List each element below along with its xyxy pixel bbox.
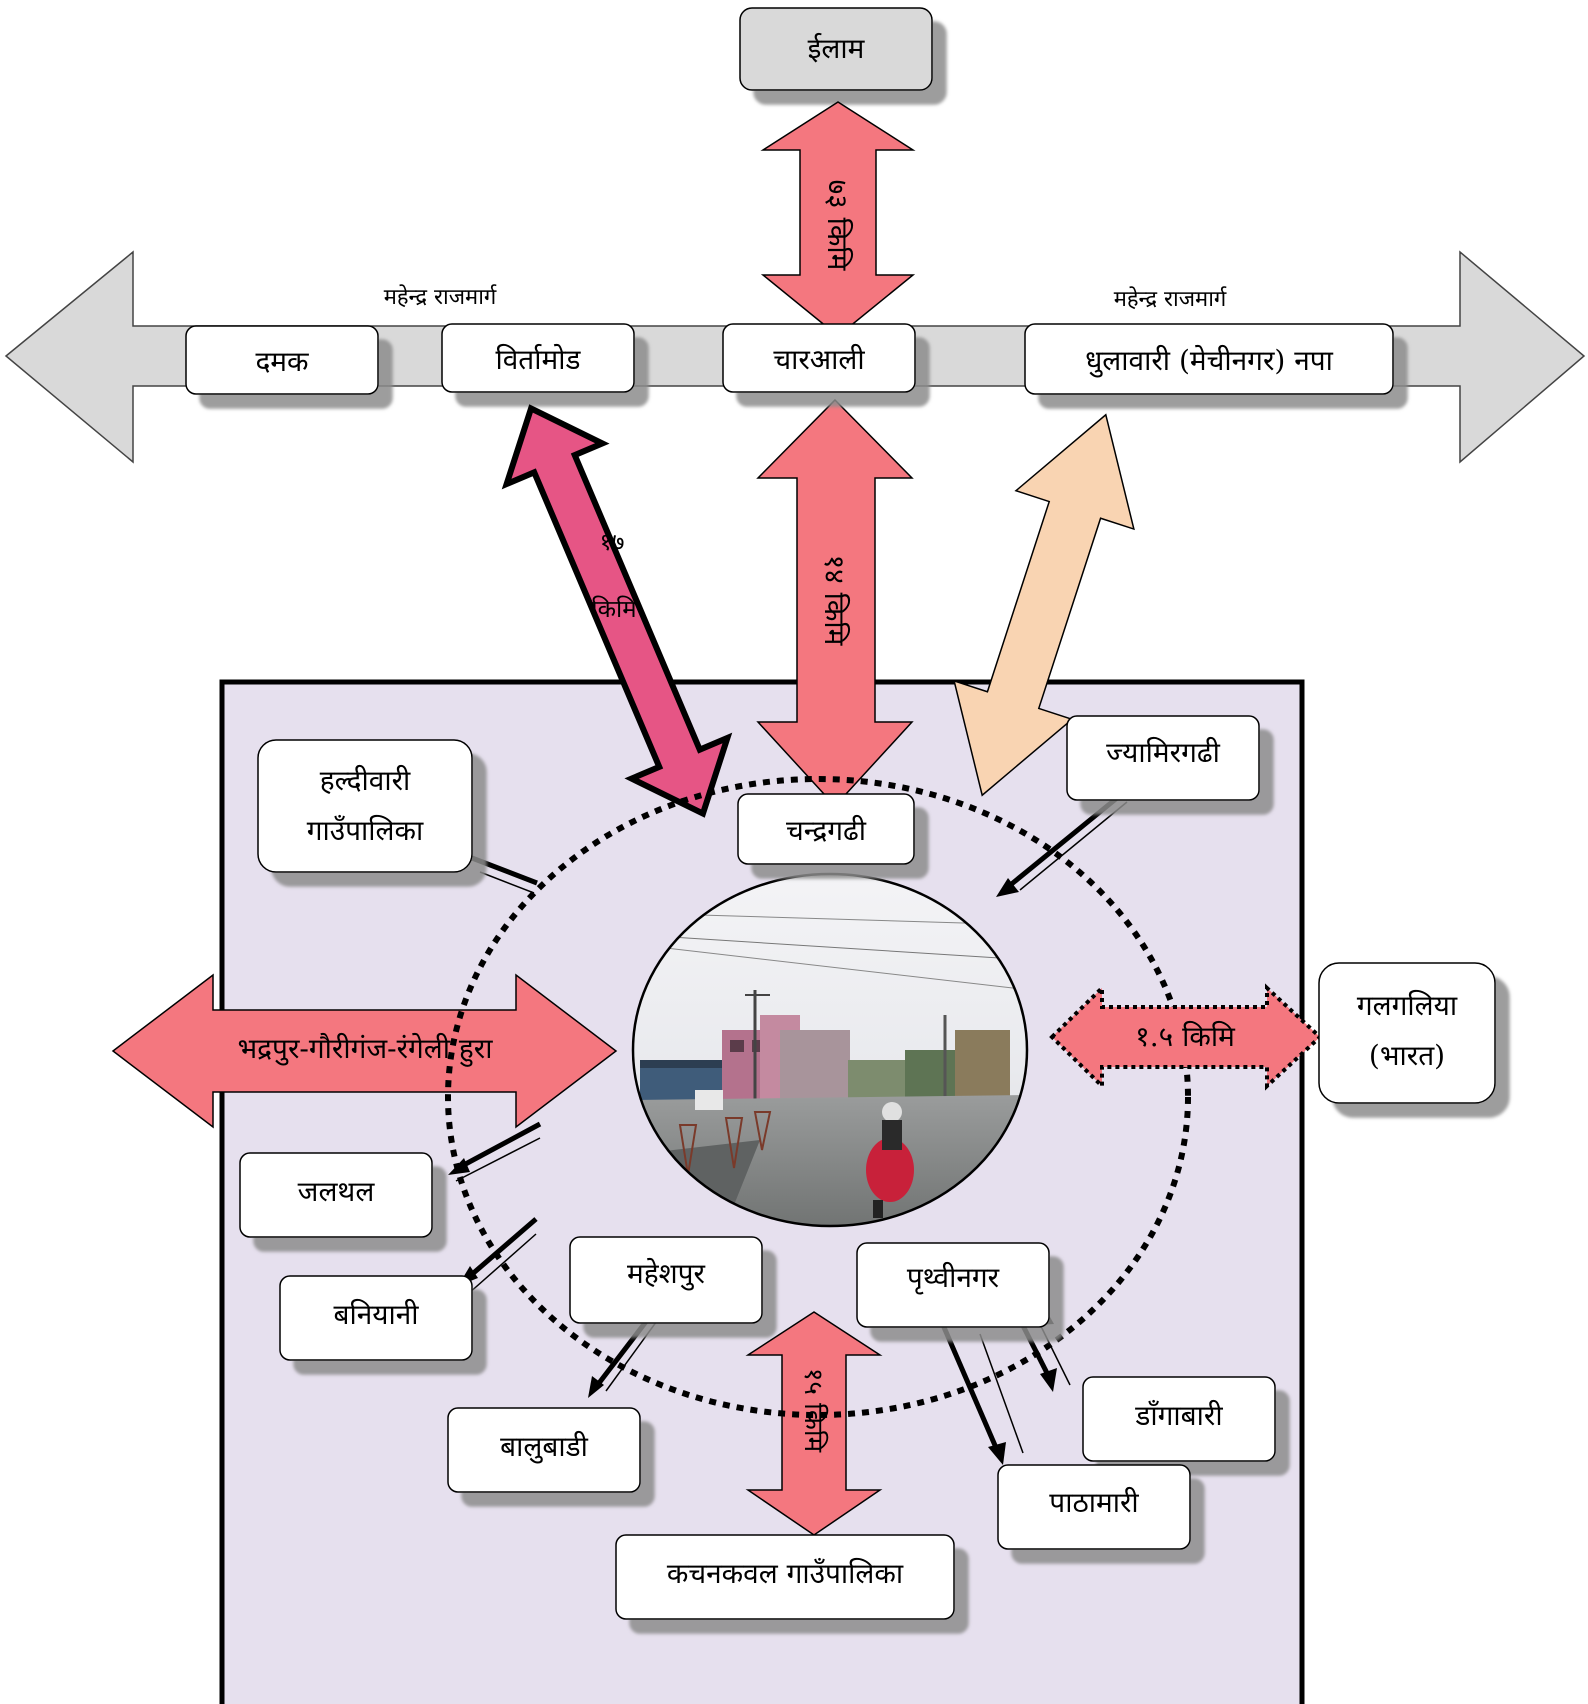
node-maheshpur: महेशपुर [569,1236,763,1324]
distance-birtamod-num: १७ [600,528,625,556]
distance-birtamod-unit: किमि [591,595,637,623]
connector-jyamirgadhi [996,796,1128,897]
node-birtamod: विर्तामोड [441,323,635,393]
scooter-rider [866,1102,914,1218]
svg-text:चारआली: चारआली [773,343,865,376]
node-haldibari: हल्दीवारी गाउँपालिका [257,739,473,873]
distance-kachankawal: १५ किमि [798,1368,829,1453]
svg-text:चन्द्रगढी: चन्द्रगढी [786,814,867,847]
distance-charali-chandragadhi: १४ किमि [818,555,851,647]
distance-galgalia: १.५ किमि [1135,1020,1236,1053]
svg-text:बालुबाडी: बालुबाडी [500,1430,588,1464]
node-dhulabari: धुलावारी (मेचीनगर) नपा [1024,323,1394,395]
svg-text:ज्यामिरगढी: ज्यामिरगढी [1106,736,1220,769]
node-dangabari: डाँगाबारी [1082,1376,1276,1462]
svg-text:डाँगाबारी: डाँगाबारी [1134,1399,1223,1432]
svg-text:बनियानी: बनियानी [333,1298,419,1331]
svg-text:धुलावारी (मेचीनगर) नपा: धुलावारी (मेचीनगर) नपा [1085,344,1334,378]
node-damak: दमक [185,325,379,395]
arrow-bhadrapur [111,973,618,1129]
arrow-birtamod-chandragadhi [501,404,733,818]
connector-haldibari [471,855,538,894]
connector-jalthal [448,1121,542,1182]
node-prithvinagar: पृथ्वीनगर [856,1242,1050,1328]
svg-text:ईलाम: ईलाम [808,32,866,65]
svg-text:(भारत): (भारत) [1369,1039,1445,1072]
svg-text:महेशपुर: महेशपुर [627,1257,706,1291]
svg-text:पाठामारी: पाठामारी [1049,1486,1139,1519]
dotted-ring [445,776,1191,1418]
node-chandragadhi: चन्द्रगढी [737,793,915,865]
node-galgalia: गलगलिया (भारत) [1318,962,1496,1104]
node-pathamari: पाठामारी [997,1464,1191,1550]
svg-text:गलगलिया: गलगलिया [1357,989,1458,1022]
node-ilam: ईलाम [739,7,933,91]
node-jalthal: जलथल [239,1152,433,1238]
node-kachankawal: कचनकवल गाउँपालिका [615,1534,955,1620]
connector-pathamari [937,1317,1024,1465]
svg-text:दमक: दमक [255,345,309,378]
svg-text:पृथ्वीनगर: पृथ्वीनगर [907,1261,1000,1295]
highway-label-left: महेन्द्र राजमार्ग [384,284,498,310]
svg-text:कचनकवल गाउँपालिका: कचनकवल गाउँपालिका [667,1557,904,1590]
arrow-dhulabari-jyamirgadhi [953,413,1135,797]
distance-ilam-charali: ७३ किमि [821,180,854,272]
node-jyamirgadhi: ज्यामिरगढी [1066,715,1260,801]
svg-text:गाउँपालिका: गाउँपालिका [307,814,424,847]
node-balubadi: बालुबाडी [447,1407,641,1493]
svg-text:जलथल: जलथल [298,1175,376,1208]
svg-text:विर्तामोड: विर्तामोड [495,343,581,376]
node-charali: चारआली [722,323,916,393]
svg-text:हल्दीवारी: हल्दीवारी [320,764,411,797]
highway-label-right: महेन्द्र राजमार्ग [1114,286,1228,312]
node-baniyani: बनियानी [279,1275,473,1361]
bhadrapur-label: भद्रपुर-गौरीगंज-रंगेली हुरा [237,1032,493,1067]
